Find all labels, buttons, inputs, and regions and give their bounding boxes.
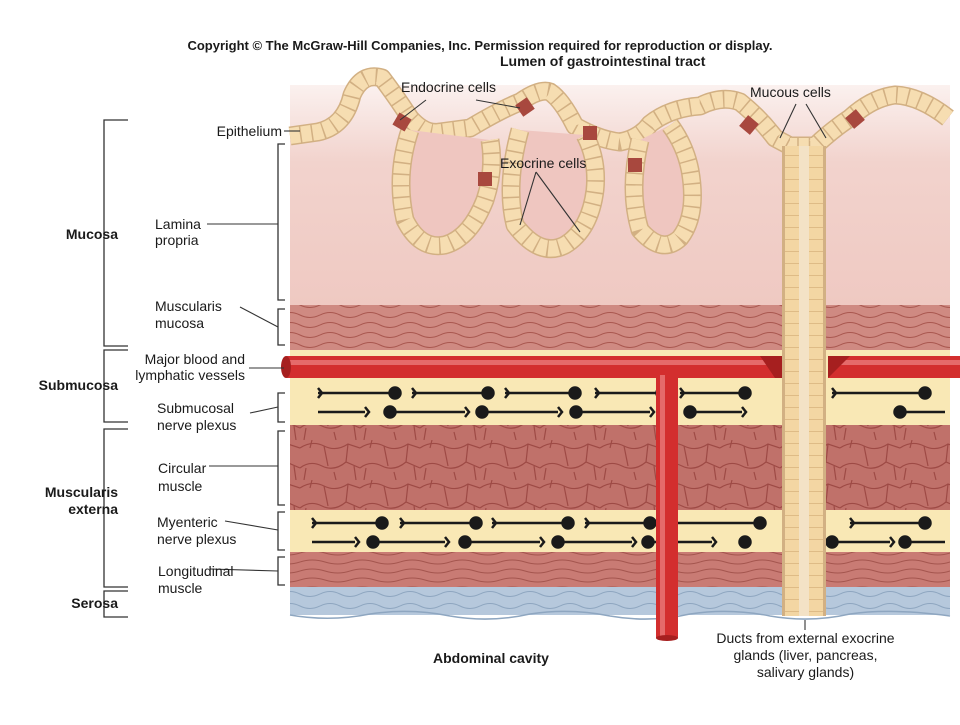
endocrine-cell bbox=[392, 112, 412, 132]
label-muscularis-mucosa-line1: Muscularis bbox=[155, 298, 222, 314]
circular-muscle-layer bbox=[290, 425, 950, 510]
label-abdominal-cavity: Abdominal cavity bbox=[433, 650, 549, 666]
label-ducts-line3: salivary glands) bbox=[756, 664, 855, 680]
label-longitudinal-muscle-line1: Longitudinal bbox=[158, 563, 234, 579]
endocrine-cell bbox=[628, 158, 642, 172]
label-longitudinal-muscle: Longitudinal muscle bbox=[158, 563, 234, 597]
region-muscularis-externa: Muscularis externa bbox=[0, 484, 118, 518]
label-endocrine-cells: Endocrine cells bbox=[401, 79, 496, 95]
label-mucous-cells: Mucous cells bbox=[750, 84, 831, 100]
vessel-branch bbox=[656, 375, 678, 641]
exocrine-duct bbox=[782, 146, 826, 616]
label-epithelium: Epithelium bbox=[216, 123, 282, 139]
leader-lines bbox=[207, 99, 827, 630]
region-muscularis-externa-line2: externa bbox=[68, 501, 118, 517]
longitudinal-muscle-layer bbox=[290, 552, 950, 587]
muscularis-mucosa-layer bbox=[290, 305, 950, 350]
endocrine-cell bbox=[515, 97, 535, 117]
major-blood-vessel bbox=[281, 356, 960, 378]
label-submucosal-plexus: Submucosal nerve plexus bbox=[157, 400, 236, 434]
serosa-layer bbox=[290, 587, 950, 615]
label-longitudinal-muscle-line2: muscle bbox=[158, 580, 203, 596]
label-lamina-propria-line1: Lamina bbox=[155, 216, 201, 232]
region-serosa: Serosa bbox=[71, 595, 118, 611]
label-circular-muscle-line2: muscle bbox=[158, 478, 203, 494]
myenteric-plexus-layer bbox=[290, 510, 950, 552]
label-lamina-propria-line2: propria bbox=[155, 232, 199, 248]
endocrine-cell bbox=[845, 109, 865, 129]
label-blood-vessels-line1: Major blood and bbox=[144, 351, 245, 367]
label-muscularis-mucosa-line2: mucosa bbox=[155, 315, 205, 331]
region-mucosa: Mucosa bbox=[65, 226, 118, 242]
submucosal-nerve-plexus bbox=[317, 386, 945, 419]
label-lamina-propria: Lamina propria bbox=[155, 216, 201, 248]
label-submucosal-plexus-line1: Submucosal bbox=[157, 400, 235, 416]
label-myenteric-plexus-line1: Myenteric bbox=[157, 514, 218, 530]
label-myenteric-plexus: Myenteric nerve plexus bbox=[157, 514, 236, 548]
endocrine-cell bbox=[478, 172, 492, 186]
label-circular-muscle: Circular muscle bbox=[158, 459, 206, 495]
copyright-notice: Copyright © The McGraw-Hill Companies, I… bbox=[187, 38, 773, 53]
label-blood-vessels: Major blood and lymphatic vessels bbox=[110, 351, 245, 383]
label-muscularis-mucosa: Muscularis mucosa bbox=[155, 298, 222, 332]
region-muscularis-externa-line1: Muscularis bbox=[44, 484, 118, 500]
epithelium-layer bbox=[288, 67, 954, 259]
label-exocrine-cells: Exocrine cells bbox=[500, 155, 587, 171]
label-ducts-line1: Ducts from external exocrine bbox=[716, 630, 895, 646]
label-circular-muscle-line1: Circular bbox=[158, 460, 207, 476]
label-ducts: Ducts from external exocrine glands (liv… bbox=[668, 630, 943, 681]
region-submucosa: Submucosa bbox=[38, 377, 118, 393]
label-myenteric-plexus-line2: nerve plexus bbox=[157, 531, 237, 547]
label-blood-vessels-line2: lymphatic vessels bbox=[135, 367, 245, 383]
endocrine-cell bbox=[583, 126, 597, 140]
lumen-label: Lumen of gastrointestinal tract bbox=[500, 53, 706, 69]
label-submucosal-plexus-line2: nerve plexus bbox=[157, 417, 237, 433]
label-ducts-line2: glands (liver, pancreas, bbox=[733, 647, 878, 663]
myenteric-nerve-plexus bbox=[311, 516, 945, 549]
endocrine-cell bbox=[739, 115, 759, 135]
